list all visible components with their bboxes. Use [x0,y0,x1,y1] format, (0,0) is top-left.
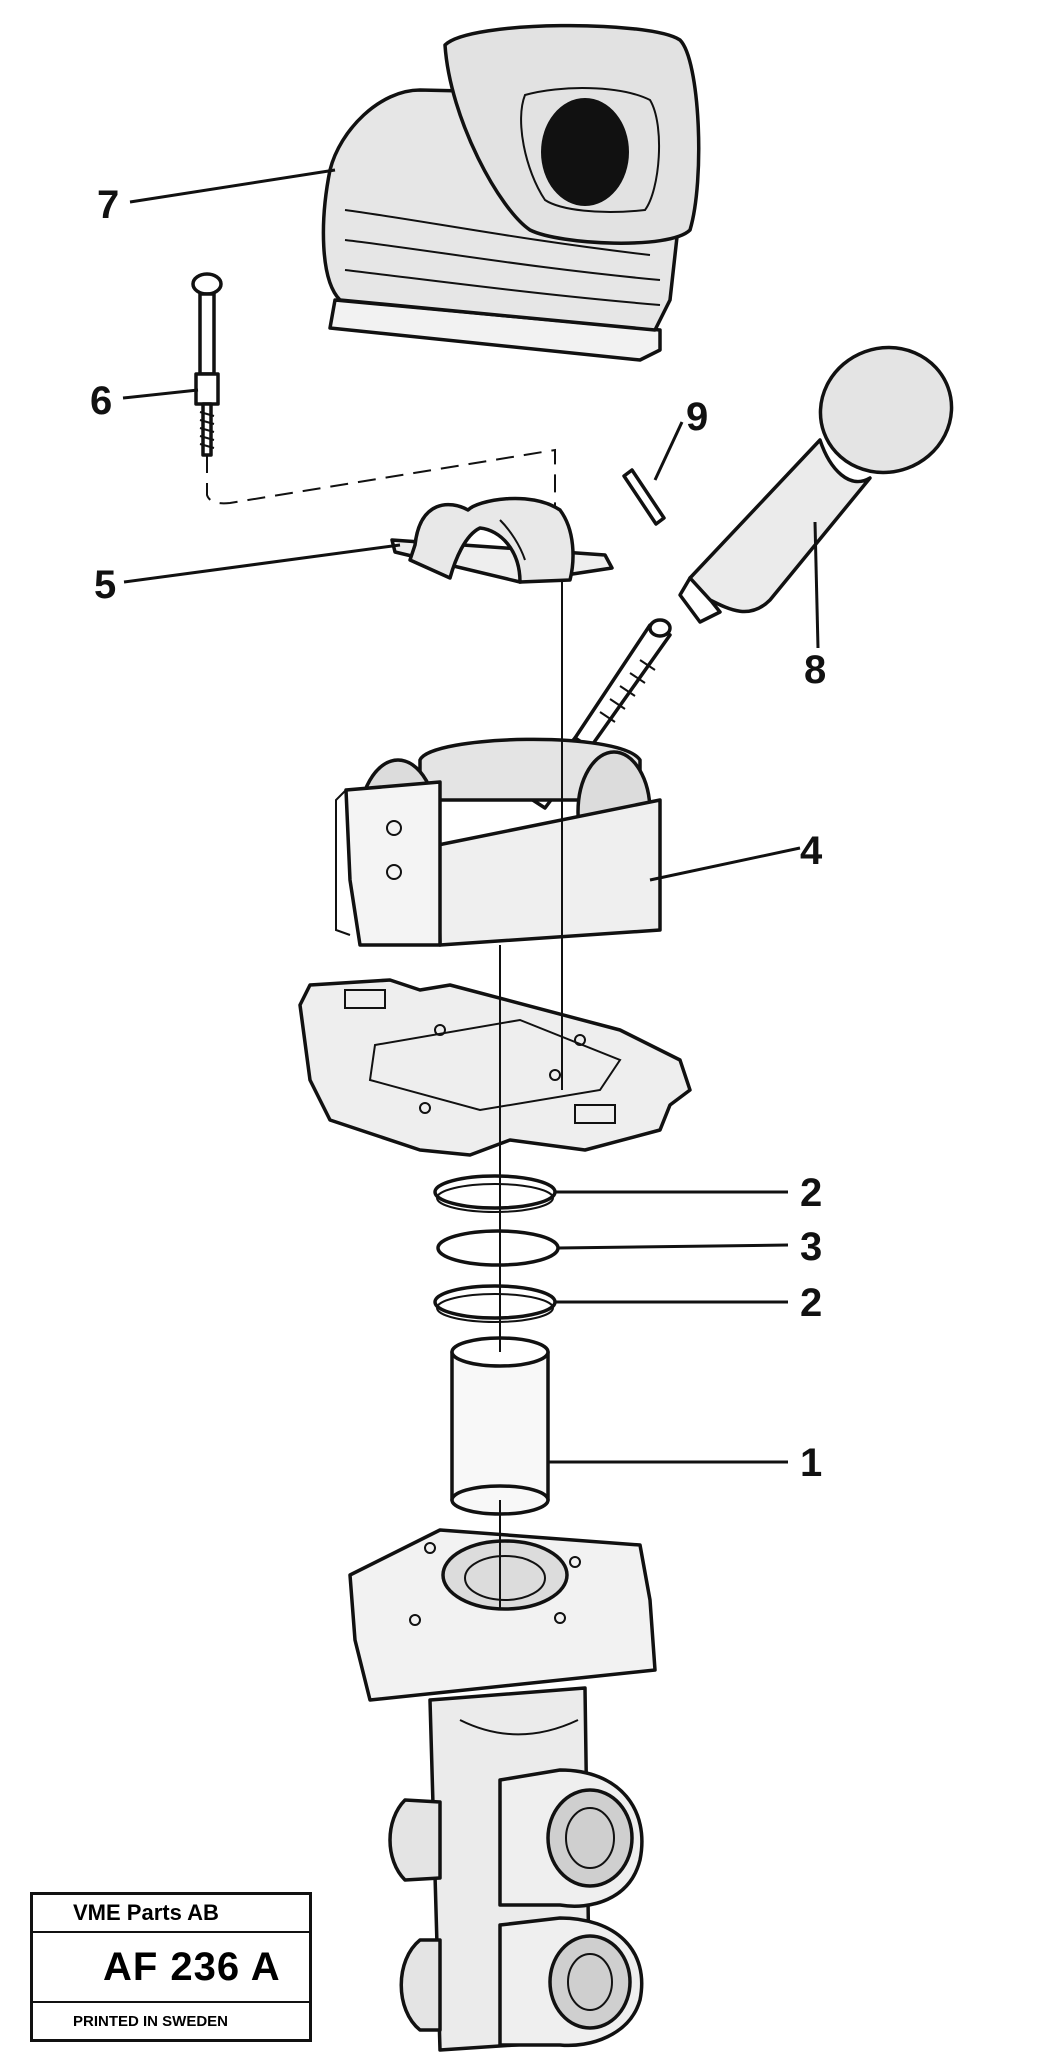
callout-8: 8 [804,648,826,692]
part-7-rubber-boot [321,23,701,362]
callout-1: 1 [800,1441,822,1485]
callout-3: 3 [800,1225,822,1269]
mounting-plate [298,978,692,1157]
callout-4: 4 [800,829,823,873]
assembly-axis-lines [499,580,563,1610]
stamp-code: AF 236 A [33,1933,309,2003]
stamp-printed: PRINTED IN SWEDEN [73,2012,229,2030]
callout-5: 5 [94,563,116,607]
part-4-pivot-housing [335,737,662,947]
callout-2-lower: 2 [800,1281,822,1325]
title-stamp: VME Parts AB AF 236 A PRINTED IN SWEDEN [30,1892,312,2042]
part-8-lever-knob [523,345,954,810]
part-6-bolt [191,272,556,580]
part-9-pin [622,468,666,526]
leader-lines [122,168,820,1464]
stamp-company: VME Parts AB [33,1895,309,1933]
part-3-o-ring [436,1229,560,1267]
part-2-ring-upper [433,1174,557,1213]
callout-7: 7 [97,183,119,227]
callout-6: 6 [90,379,112,423]
valve-body [348,1528,657,2052]
part-1-cylinder [450,1336,550,1516]
part-2-ring-lower [433,1284,557,1323]
part-5-clamp [390,496,614,584]
callout-9: 9 [686,395,708,439]
callout-2-upper: 2 [800,1171,822,1215]
